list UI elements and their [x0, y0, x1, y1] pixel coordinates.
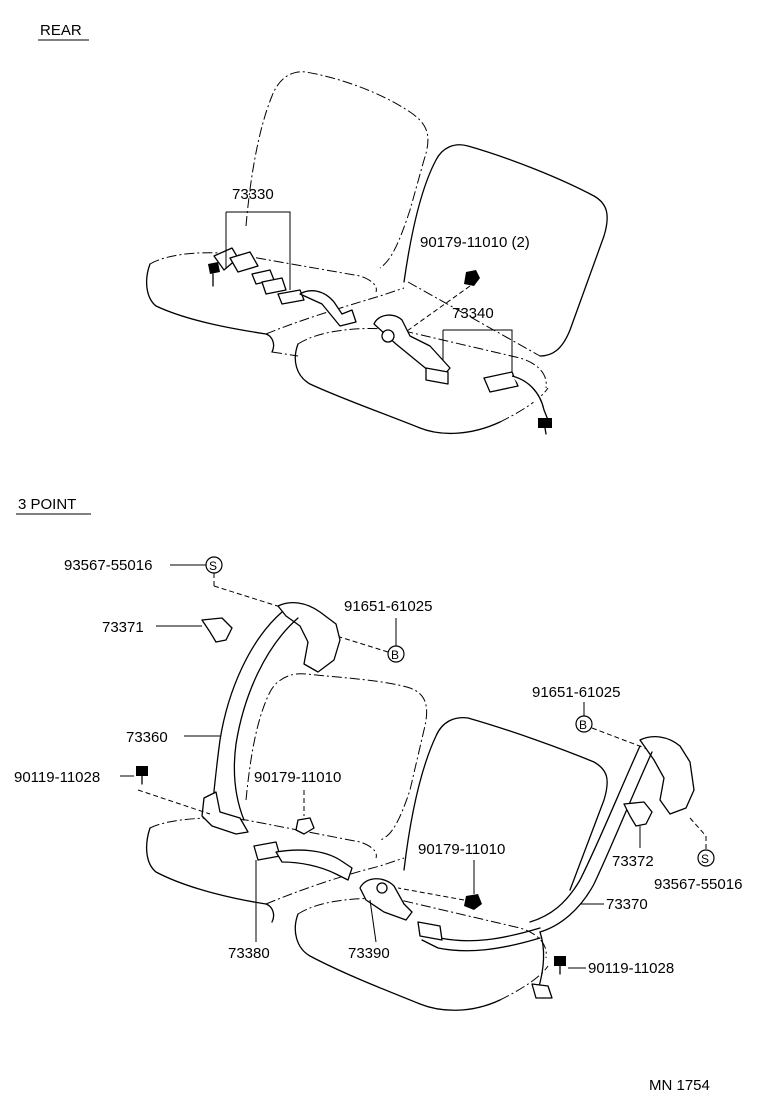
marker-b-left-label: B: [391, 648, 399, 662]
cushion-gap: [271, 351, 299, 357]
left-seatback-outline-3pt: [245, 673, 428, 841]
label-90119-11028-right: 90119-11028: [588, 960, 674, 977]
buckle-73380-plate: [253, 841, 281, 861]
label-93567-55016-right: 93567-55016: [654, 876, 742, 893]
right-seatback-outline-3pt: [403, 716, 608, 891]
rear-buckle-73330: [208, 247, 357, 327]
label-90179-11010-2: 90179-11010 (2): [420, 234, 530, 251]
center-seam: [265, 287, 405, 335]
left-belt-edge-outer: [211, 611, 283, 813]
lap-belt-strap: [299, 290, 357, 327]
right-cushion-front: [294, 343, 501, 435]
right-shoulder-belt-73370: [417, 735, 695, 999]
nut-dash-line: [399, 285, 471, 337]
center-belt-73390-anchor: [376, 882, 388, 894]
right-seatback-base: [407, 281, 541, 357]
left-lower-anchor: [201, 791, 249, 835]
bolt-left-icon: [136, 766, 148, 776]
outer-buckle-strap: [511, 375, 549, 421]
right-cushion-side: [499, 387, 549, 423]
nut-icon: [464, 270, 480, 286]
left-cushion-top-3pt: [149, 817, 377, 859]
rear-seat-illustration: [145, 71, 608, 435]
left-retractor: [277, 601, 341, 673]
three-point-section: 3 POINT 93567-55016 S 73371 91651-61025 …: [14, 496, 742, 1011]
anchor-bolt-icon: [208, 262, 220, 274]
leader-73330-right: [226, 211, 291, 290]
center-belt-73390-strap: [359, 878, 413, 921]
lap-belt-edge-a: [419, 927, 541, 942]
center-belt-73390: [359, 878, 413, 921]
marker-s-left-label: S: [209, 559, 217, 573]
outer-anchor-icon: [538, 418, 552, 428]
cover-73371: [201, 617, 233, 643]
nut-upper-icon: [295, 817, 315, 835]
label-91651-61025-right: 91651-61025: [532, 684, 620, 701]
label-73372: 73372: [612, 853, 654, 870]
three-point-heading: 3 POINT: [18, 496, 76, 513]
outer-anchor-stem: [544, 427, 547, 435]
bolt-right-icon: [554, 956, 566, 966]
nut-lower-icon: [464, 894, 482, 910]
center-seam-3pt: [265, 857, 405, 905]
left-cushion-front-3pt: [145, 827, 275, 923]
rear-heading: REAR: [40, 22, 82, 39]
buckle-body: [229, 251, 259, 273]
dash-90119-left: [137, 789, 211, 815]
label-93567-55016-left: 93567-55016: [64, 557, 152, 574]
cover-73372: [623, 801, 653, 827]
label-90119-11028-left: 90119-11028: [14, 769, 100, 786]
dash-s-left-d: [213, 585, 291, 611]
lap-belt-edge-b: [421, 937, 541, 952]
label-90179-11010-lower: 90179-11010: [418, 841, 505, 858]
rear-belt-73340: [373, 314, 552, 435]
bolt-marker-b-left: [387, 645, 405, 663]
leader-73390: [369, 899, 377, 943]
center-belt-tongue: [425, 367, 449, 385]
rear-section: REAR: [38, 22, 608, 435]
right-retractor: [639, 735, 695, 815]
right-cushion-front-3pt: [294, 913, 501, 1011]
label-91651-61025-left: 91651-61025: [344, 598, 432, 615]
left-shoulder-belt-73360: [201, 601, 341, 835]
buckle-strap-b: [261, 277, 287, 295]
three-point-seat-illustration: [145, 673, 608, 1011]
label-73370: 73370: [606, 896, 648, 913]
outer-buckle: [483, 371, 519, 393]
marker-s-right-label: S: [701, 852, 709, 866]
right-belt-tongue: [417, 921, 443, 941]
bolt-marker-b-right: [575, 715, 593, 733]
right-belt-edge-outer: [529, 745, 641, 923]
right-cushion-side-3pt: [499, 965, 549, 1001]
screw-marker-s-right: [697, 849, 715, 867]
marker-b-right-label: B: [579, 718, 587, 732]
label-73380: 73380: [228, 945, 270, 962]
left-cushion-front: [145, 263, 275, 353]
leader-73340-right: [443, 329, 513, 372]
label-73360: 73360: [126, 729, 168, 746]
label-73371: 73371: [102, 619, 144, 636]
dash-90179-lower: [397, 887, 465, 901]
diagram-code: MN 1754: [649, 1077, 710, 1094]
dash-s-right-d: [689, 817, 707, 837]
buckle-73380: [253, 841, 353, 881]
label-73330: 73330: [232, 186, 274, 203]
left-belt-edge-inner: [233, 617, 299, 821]
label-73340: 73340: [452, 305, 494, 322]
buckle-tongue: [277, 289, 305, 305]
right-seatback-outline: [403, 144, 608, 357]
right-belt-edge-inner: [539, 751, 653, 933]
buckle-73380-strap: [275, 849, 353, 881]
label-73390: 73390: [348, 945, 390, 962]
left-seatback-outline: [245, 71, 429, 269]
label-90179-11010-upper: 90179-11010: [254, 769, 341, 786]
center-belt-anchor: [381, 329, 395, 343]
right-lower-anchor: [531, 983, 553, 999]
